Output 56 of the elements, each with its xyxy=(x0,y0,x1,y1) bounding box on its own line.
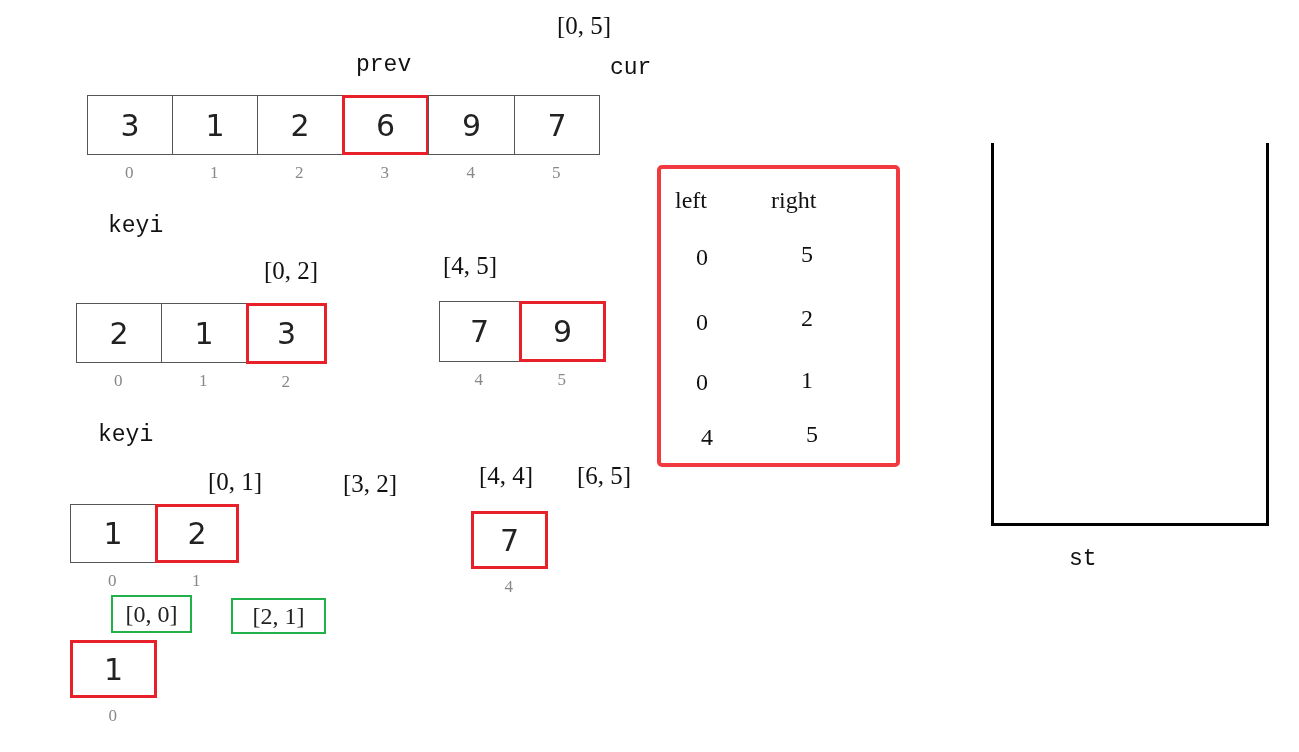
table-value: 5 xyxy=(806,421,818,448)
index-number: 4 xyxy=(474,370,483,390)
range-box: [2, 1] xyxy=(231,598,326,634)
range-label: [6, 5] xyxy=(577,462,632,490)
highlighted-array-cell: 3 xyxy=(246,303,327,364)
table-value: 0 xyxy=(696,369,708,396)
array-cell: 3 xyxy=(87,95,173,155)
highlighted-array-cell: 1 xyxy=(70,640,157,698)
array-cell: 1 xyxy=(70,504,156,563)
range-box: [0, 0] xyxy=(111,595,192,633)
range-label: [0, 5] xyxy=(557,12,612,40)
index-number: 1 xyxy=(192,571,201,591)
index-number: 1 xyxy=(199,371,208,391)
column-header: right xyxy=(771,187,817,214)
index-number: 4 xyxy=(466,163,475,183)
pointer-label: keyi xyxy=(98,422,154,448)
array-cell: 7 xyxy=(514,95,600,155)
highlighted-array-cell: 2 xyxy=(155,504,239,563)
array-cell: 2 xyxy=(257,95,343,155)
array-cell: 1 xyxy=(172,95,258,155)
table-value: 0 xyxy=(696,244,708,271)
index-number: 0 xyxy=(108,706,117,726)
pointer-label: keyi xyxy=(108,213,164,239)
pointer-label: prev xyxy=(356,52,412,78)
highlighted-array-cell: 6 xyxy=(342,95,429,155)
table-value: 4 xyxy=(701,424,713,451)
index-number: 2 xyxy=(281,372,290,392)
range-label: [4, 4] xyxy=(479,462,534,490)
array-cell: 1 xyxy=(161,303,247,363)
array-cell: 7 xyxy=(439,301,520,362)
stack-contents-table xyxy=(657,165,900,467)
index-number: 5 xyxy=(557,370,566,390)
index-number: 3 xyxy=(380,163,389,183)
index-number: 0 xyxy=(125,163,134,183)
range-label: [0, 1] xyxy=(208,468,263,496)
range-label: [4, 5] xyxy=(443,252,498,280)
table-value: 5 xyxy=(801,241,813,268)
array-cell: 9 xyxy=(428,95,515,155)
index-number: 5 xyxy=(552,163,561,183)
index-number: 2 xyxy=(295,163,304,183)
stack-name: st xyxy=(1069,546,1097,572)
range-label: [0, 2] xyxy=(264,257,319,285)
table-value: 2 xyxy=(801,305,813,332)
index-number: 0 xyxy=(114,371,123,391)
index-number: 1 xyxy=(210,163,219,183)
array-cell: 2 xyxy=(76,303,162,363)
table-value: 0 xyxy=(696,309,708,336)
range-label: [3, 2] xyxy=(343,470,398,498)
index-number: 4 xyxy=(504,577,513,597)
stack-container xyxy=(991,143,1269,526)
table-value: 1 xyxy=(801,367,813,394)
pointer-label: cur xyxy=(610,55,652,81)
index-number: 0 xyxy=(108,571,117,591)
column-header: left xyxy=(675,187,707,214)
highlighted-array-cell: 9 xyxy=(519,301,606,362)
highlighted-array-cell: 7 xyxy=(471,511,548,569)
